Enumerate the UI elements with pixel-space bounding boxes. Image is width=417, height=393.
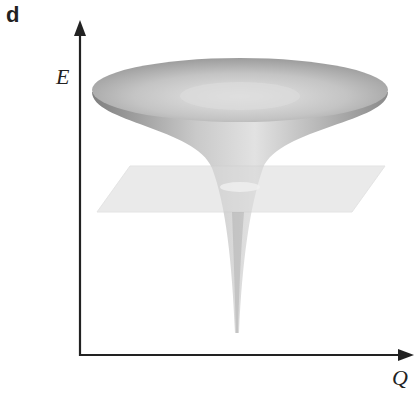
axes <box>74 20 414 361</box>
axis-label: E <box>56 66 69 88</box>
energy-plane <box>97 166 385 212</box>
funnel-throat <box>180 82 300 110</box>
axis-arrowhead <box>74 20 86 36</box>
axis-arrowhead <box>398 349 414 361</box>
funnel-rim <box>92 58 388 122</box>
panel-letter: d <box>6 4 19 26</box>
cross-section <box>220 182 260 192</box>
axis-label: Q <box>392 367 408 389</box>
coordinate-axis <box>79 354 404 356</box>
funnel-surface <box>92 92 388 333</box>
energy-axis <box>79 30 81 356</box>
funnel-lower <box>232 212 244 333</box>
